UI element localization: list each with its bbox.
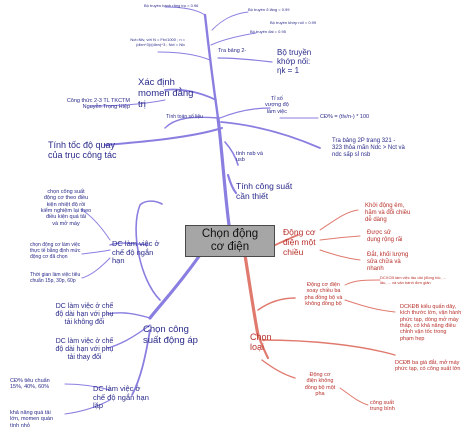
edge-top-bo-truyen — [217, 57, 273, 63]
edge-top-tinh-cong-suat — [226, 173, 238, 195]
node-dc-dai-han-thay-doi[interactable]: DC làm việc ở chế độ dài hạn với phụ tải… — [55, 338, 114, 362]
node-cong-thuc[interactable]: Công thức 2-3 TL TKCTM Nguyễn Trọng Hiệp — [66, 98, 130, 111]
node-dc-dai-han-khong-doi[interactable]: DC làm việc ở chế độ dài hạn với phụ tải… — [55, 303, 114, 327]
edge-right-dc-xoay-chieu — [257, 297, 296, 311]
node-cd-tieu-chuan[interactable]: CĐ% tiêu chuẩn 15%, 40%, 60% — [10, 378, 50, 391]
edge-top-ti-so — [219, 107, 271, 119]
edge-top-tinh-nsb — [224, 141, 239, 166]
node-chon-loai[interactable]: Chọn loại — [250, 332, 272, 353]
node-tinh-cong-suat[interactable]: Tính công suất cần thiết — [236, 181, 293, 201]
node-dcxcb[interactable]: DCXCB làm việc lâu dài (đồng tốc, ... lâ… — [380, 275, 447, 285]
node-dckdb-kieu-quan-day[interactable]: DCKĐB kiểu quấn dây, kích thước lớn, vận… — [400, 304, 462, 342]
edge-top-tiny-3 — [210, 32, 257, 46]
edge-center-to-right — [243, 253, 260, 337]
edge-dc-ngan-han-chon-dong-co — [81, 249, 111, 255]
node-duoc-su-dung[interactable]: Được sử dụng rộng rãi — [367, 230, 403, 243]
node-dc-xoay-chieu[interactable]: Động cơ điện xoay chiều ba pha đồng bộ v… — [304, 282, 343, 307]
node-tiny-khop-noi[interactable]: Bộ truyền khớp nối = 0.99 — [270, 20, 317, 25]
node-khoi-dong-em[interactable]: Khởi động êm, hãm và đổi chiều dễ dàng — [365, 203, 411, 223]
edge-right-chon-loai — [256, 333, 270, 360]
node-tiny-o-lang[interactable]: Bộ truyền ổ lăng = 0.99 — [248, 7, 290, 12]
node-nct[interactable]: Nct=Nlv, với N = Ftv/1000 ; n = (dlxn^3)… — [130, 37, 185, 47]
edge-dc-ngan-han-thoi-gian — [81, 257, 111, 279]
node-tinh-nsb[interactable]: tính nsb và usb — [236, 151, 263, 164]
node-dong-co-mot-chieu[interactable]: Động cơ điện một chiều — [283, 227, 316, 257]
node-chon-cong-suat-dap[interactable]: Chọn công suất động áp — [143, 324, 198, 346]
node-ti-so[interactable]: Tỉ số vượng độ làm việc — [265, 96, 289, 115]
node-chon-dong-co-dinh-muc[interactable]: chọn động cơ làm việc thực tế bằng định … — [30, 242, 81, 260]
edge-mot-chieu-duoc-su-dung — [319, 235, 361, 241]
edge-right-dckdb-gia-dat — [261, 339, 396, 356]
center-node[interactable]: Chọn động cơ điện — [185, 225, 275, 257]
node-dong-co-ba-pha[interactable]: Động cơ điện không đồng bộ một pha — [304, 372, 336, 397]
node-dc-ngan-han-lap[interactable]: DC làm việc ở chế độ ngắn hạn lặp — [93, 384, 149, 411]
node-dat-khoi-luong[interactable]: Đắt, khối lượng sửa chữa và nhanh — [367, 252, 409, 272]
edge-mot-chieu-dat — [319, 249, 361, 261]
edge-top-nct — [157, 51, 211, 61]
node-kha-nang-qua-tai[interactable]: khả năng quá tải lớn, momen quán tính nh… — [10, 410, 54, 429]
edge-top-tiny-1 — [164, 6, 206, 16]
node-thoi-gian-tieu-chuan[interactable]: Thời gian làm việc tiêu chuẩn 15p, 30p, … — [30, 272, 81, 284]
edge-left-dc-ngan-han — [109, 242, 149, 246]
node-dcdb-gia-dat[interactable]: DCĐB ba giá đắt, mở máy phức tạp, có côn… — [395, 360, 461, 373]
edge-top-tinh-toan — [164, 116, 219, 129]
node-cd-formula[interactable]: CĐ% = (tlv/n-) * 100 — [320, 114, 370, 120]
node-xac-dinh-momen[interactable]: Xác định momen đẳng trị — [138, 77, 194, 110]
edge-lap-kha-nang — [64, 399, 111, 415]
edge-top-tinh-toc-do — [104, 127, 223, 146]
edge-top-tra-bang-2p — [220, 121, 321, 149]
node-tra-bang[interactable]: Tra bảng 2- — [218, 48, 247, 54]
edge-trunk-upper — [203, 13, 220, 120]
node-dc-ngan-han[interactable]: DC làm việc ở chế độ ngắn hạn — [112, 239, 160, 266]
node-tiny-dai[interactable]: Bộ truyền đai = 0.95 — [250, 29, 286, 34]
node-chon-cong-suat-nhiet[interactable]: chọn công suất động cơ theo điều kiện nh… — [40, 189, 92, 227]
edge-left-upper-arm — [135, 200, 163, 301]
edge-xac-dinh-cong-thuc — [89, 99, 166, 107]
edge-center-to-left — [148, 253, 202, 320]
edge-xoay-chieu-dcxcb — [344, 279, 381, 286]
edge-right-dong-co-ba-pha — [261, 359, 296, 379]
edge-left-dc-dai-han-td — [107, 324, 151, 349]
edge-lap-cd — [64, 383, 111, 391]
edge-top-xac-dinh — [164, 88, 217, 101]
node-tiny-banh-rang[interactable]: Bộ truyền bánh răng trụ = 0.96 — [144, 3, 199, 8]
edge-center-to-top — [216, 116, 231, 227]
edge-ba-pha-cong-suat — [339, 387, 369, 406]
node-tinh-toan[interactable]: Tính toán số liệu — [166, 114, 203, 120]
edge-left-dc-dai-han-kd — [107, 312, 151, 319]
edge-xoay-chieu-dckdb — [344, 299, 396, 313]
edge-dc-ngan-han-chon-cong-suat — [81, 209, 111, 241]
edge-left-dc-ngan-han-lap — [131, 329, 151, 396]
node-tra-bang-2p[interactable]: Tra bảng 2P trang 321 - 323 thỏa mãn Ndc… — [332, 138, 405, 158]
edge-mot-chieu-khoi-dong — [319, 209, 359, 231]
node-bo-truyen-khop-noi[interactable]: Bộ truyền khớp nối: ηk = 1 — [277, 48, 312, 76]
node-cong-suat-trung-binh[interactable]: công suất trung bình — [370, 400, 395, 413]
edge-top-tiny-2 — [211, 11, 249, 31]
node-tinh-toc-do[interactable]: Tính tốc độ quay của trục công tác — [48, 140, 117, 161]
